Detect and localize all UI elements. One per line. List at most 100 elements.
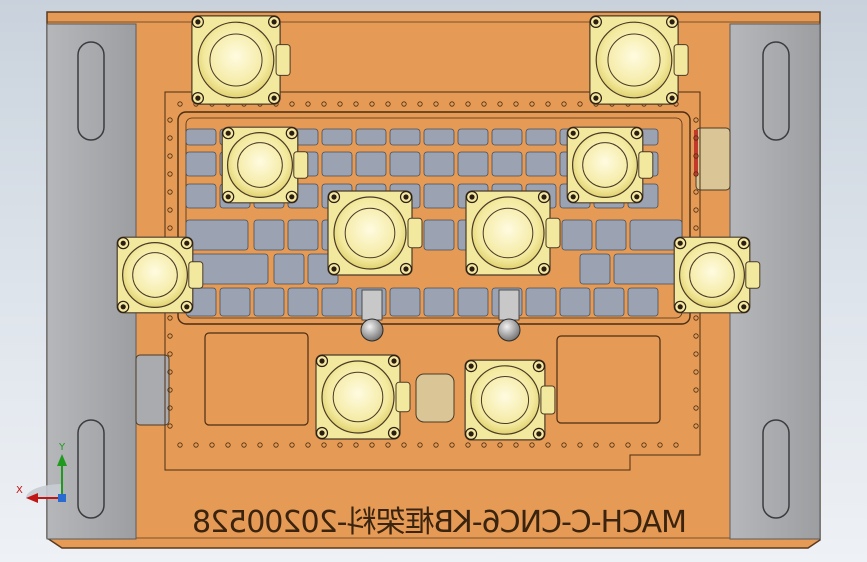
detail-hole (385, 101, 391, 107)
detail-hole (497, 442, 503, 448)
detail-hole (167, 225, 173, 231)
key-cap (287, 287, 319, 317)
detail-hole (167, 117, 173, 123)
key-cap (253, 287, 285, 317)
key-cap (593, 287, 625, 317)
detail-hole (209, 442, 215, 448)
detail-hole (693, 135, 699, 141)
clamp-cylinder (116, 236, 204, 314)
detail-hole (693, 333, 699, 339)
detail-hole (641, 442, 647, 448)
frame-outline (164, 91, 701, 471)
clamp-cylinder (315, 354, 411, 440)
detail-hole (529, 442, 535, 448)
key-cap (457, 151, 489, 177)
detail-hole (177, 442, 183, 448)
axis-y-label: Y (59, 442, 66, 453)
key-cap (525, 151, 557, 177)
detail-hole (693, 405, 699, 411)
keyboard-pocket (177, 111, 691, 325)
clamp-cylinder (465, 190, 561, 276)
clamp-cylinder (589, 15, 689, 105)
key-cap (491, 128, 523, 146)
detail-hole (167, 171, 173, 177)
detail-hole (693, 117, 699, 123)
detail-hole (693, 351, 699, 357)
detail-hole (167, 369, 173, 375)
lower-left-pocket (204, 332, 309, 426)
key-cap (355, 128, 387, 146)
detail-hole (449, 101, 455, 107)
detail-hole (241, 442, 247, 448)
left-slot-top (77, 41, 105, 141)
key-cap (273, 253, 305, 285)
key-cap (457, 128, 489, 146)
detail-hole (465, 101, 471, 107)
detail-hole (369, 101, 375, 107)
detail-hole (593, 442, 599, 448)
clamp-cylinder (673, 236, 761, 314)
detail-hole (465, 442, 471, 448)
clamp-cylinder (191, 15, 291, 105)
key-cap (423, 219, 455, 251)
clamp-cylinder (464, 359, 556, 441)
right-slot-top (762, 41, 790, 141)
detail-hole (657, 442, 663, 448)
key-cap (423, 183, 455, 209)
detail-hole (289, 101, 295, 107)
key-cap (253, 219, 285, 251)
detail-hole (167, 207, 173, 213)
detail-hole (369, 442, 375, 448)
detail-hole (167, 189, 173, 195)
key-cap (287, 219, 319, 251)
detail-hole (401, 442, 407, 448)
detail-hole (561, 101, 567, 107)
detail-hole (385, 442, 391, 448)
key-cap (423, 128, 455, 146)
detail-hole (417, 442, 423, 448)
clamp-cylinder (566, 126, 654, 204)
detail-hole (225, 442, 231, 448)
detail-hole (305, 101, 311, 107)
detail-hole (577, 101, 583, 107)
key-cap (389, 151, 421, 177)
detail-hole (337, 442, 343, 448)
detail-hole (401, 101, 407, 107)
key-cap (321, 151, 353, 177)
detail-hole (193, 442, 199, 448)
detail-hole (693, 387, 699, 393)
detail-hole (167, 351, 173, 357)
detail-hole (545, 442, 551, 448)
detail-hole (337, 101, 343, 107)
detail-hole (321, 101, 327, 107)
key-cap (627, 287, 659, 317)
fitting-left (360, 289, 384, 342)
detail-hole (177, 101, 183, 107)
detail-hole (167, 315, 173, 321)
axis-x-label: X (16, 485, 23, 496)
detail-hole (167, 423, 173, 429)
detail-hole (481, 101, 487, 107)
right-side-pad (695, 127, 731, 191)
detail-hole (167, 333, 173, 339)
key-cap (423, 151, 455, 177)
detail-hole (693, 315, 699, 321)
key-cap (355, 151, 387, 177)
clamp-cylinder (221, 126, 309, 204)
key-cap (389, 128, 421, 146)
detail-hole (481, 442, 487, 448)
detail-hole (321, 442, 327, 448)
clamp-layer (116, 15, 761, 441)
key-cap (525, 128, 557, 146)
detail-hole (513, 442, 519, 448)
key-cap (491, 151, 523, 177)
detail-hole (673, 442, 679, 448)
key-cap (629, 219, 683, 251)
red-marker (694, 130, 698, 176)
key-cap (321, 128, 353, 146)
detail-hole (609, 442, 615, 448)
detail-hole (417, 101, 423, 107)
key-cap (389, 287, 421, 317)
detail-hole (289, 442, 295, 448)
